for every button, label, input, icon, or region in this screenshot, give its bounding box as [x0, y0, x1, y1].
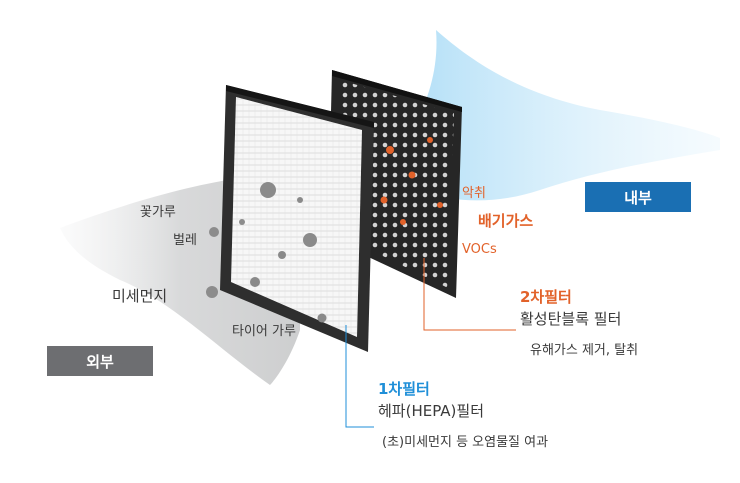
exhaust-label: 배기가스 — [478, 212, 534, 230]
inside-badge: 내부 — [585, 182, 691, 212]
filter2-title: 2차필터 — [520, 288, 572, 306]
filter2-name: 활성탄블록 필터 — [520, 310, 622, 328]
dust-particles — [206, 219, 245, 298]
odor-label: 악취 — [462, 186, 486, 201]
outside-badge: 외부 — [47, 346, 153, 376]
fine-dust-label: 미세먼지 — [112, 287, 168, 305]
filter1-name: 헤파(HEPA)필터 — [378, 402, 485, 420]
hepa-filter-panel — [220, 85, 374, 352]
pollen-label: 꽃가루 — [140, 205, 176, 220]
vocs-label: VOCs — [462, 242, 497, 257]
filter1-leader — [345, 325, 374, 428]
tire-dust-label: 타이어 가루 — [232, 324, 296, 339]
filter2-desc: 유해가스 제거, 탈취 — [530, 343, 639, 358]
filter2-leader — [423, 258, 516, 331]
filter1-title: 1차필터 — [378, 380, 430, 398]
inside-airflow — [380, 30, 720, 201]
filter1-desc: (초)미세먼지 등 오염물질 여과 — [382, 435, 549, 450]
bugs-label: 벌레 — [173, 233, 197, 248]
